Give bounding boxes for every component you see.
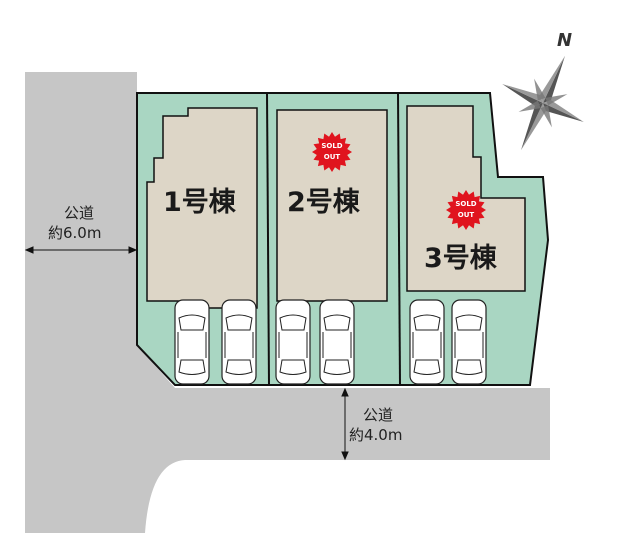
building-1-label: 1号棟 xyxy=(163,187,236,218)
parking-car-icon xyxy=(451,299,487,385)
sold-out-badge-building-2: SOLD OUT xyxy=(312,132,352,172)
south-road-dimension xyxy=(341,387,349,461)
parking-car-icon xyxy=(275,299,311,385)
sold-out-badge-building-3: SOLD OUT xyxy=(446,190,486,230)
out-label: OUT xyxy=(457,211,475,219)
starburst-icon xyxy=(312,132,352,172)
west-road-width: 約6.0m xyxy=(48,224,102,242)
west-road-name: 公道 xyxy=(64,204,95,222)
sold-label: SOLD xyxy=(455,200,477,208)
lot-divider xyxy=(397,92,401,386)
out-label: OUT xyxy=(323,153,341,161)
lot-divider xyxy=(266,92,270,386)
parking-car-icon xyxy=(174,299,210,385)
compass-north-label: N xyxy=(557,30,573,51)
west-road-label: 公道 約6.0m xyxy=(48,203,101,243)
compass-rose-icon xyxy=(502,55,584,151)
south-road-name: 公道 xyxy=(363,406,394,424)
parking-car-icon xyxy=(409,299,445,385)
starburst-icon xyxy=(446,190,486,230)
south-road-label: 公道 約4.0m xyxy=(349,405,402,445)
west-road-dimension xyxy=(24,246,138,254)
sold-label: SOLD xyxy=(321,142,343,150)
road-west xyxy=(25,72,550,533)
south-road-width: 約4.0m xyxy=(349,426,403,444)
parking-car-icon xyxy=(221,299,257,385)
building-3-label: 3号棟 xyxy=(424,243,497,274)
building-2-label: 2号棟 xyxy=(287,187,360,218)
parking-car-icon xyxy=(319,299,355,385)
